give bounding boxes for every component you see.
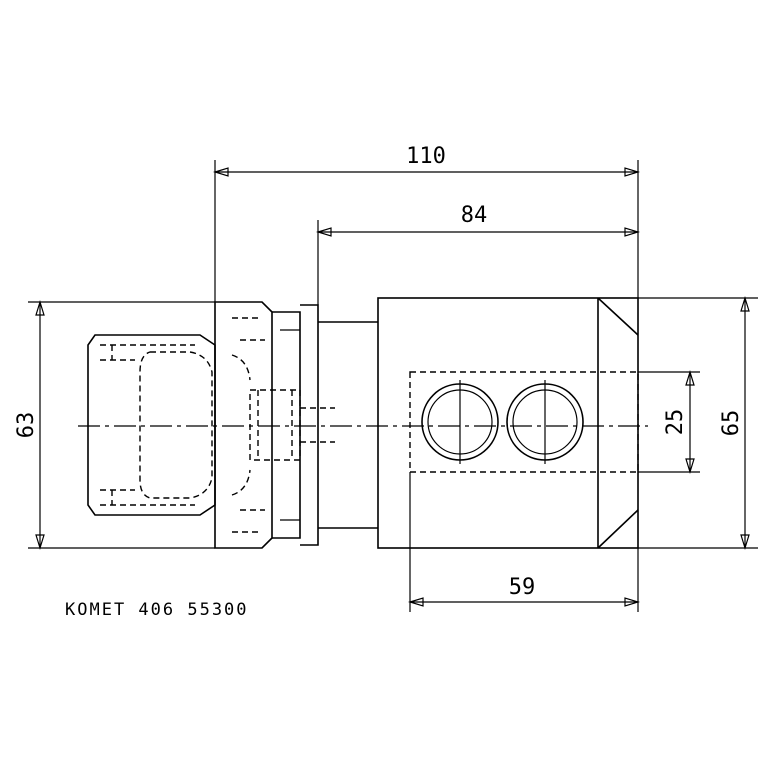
label-84: 84 [461, 203, 488, 228]
label-65: 65 [719, 410, 744, 437]
shank [87, 334, 216, 516]
label-110: 110 [406, 144, 446, 169]
label-63: 63 [14, 412, 39, 439]
dimension-110: 110 [212, 144, 641, 302]
dimension-84: 84 [315, 203, 641, 305]
neck [318, 321, 378, 529]
label-59: 59 [509, 575, 536, 600]
bore-right [506, 380, 584, 464]
bore-left [421, 380, 499, 464]
part-reference: KOMET 406 55300 [65, 600, 249, 620]
flange [214, 301, 335, 549]
dimension-63: 63 [14, 299, 215, 551]
label-25: 25 [663, 409, 688, 436]
head-block [377, 297, 639, 549]
dimension-25: 25 [638, 369, 700, 475]
dimension-65: 65 [638, 295, 758, 551]
dimension-59: 59 [407, 472, 641, 612]
